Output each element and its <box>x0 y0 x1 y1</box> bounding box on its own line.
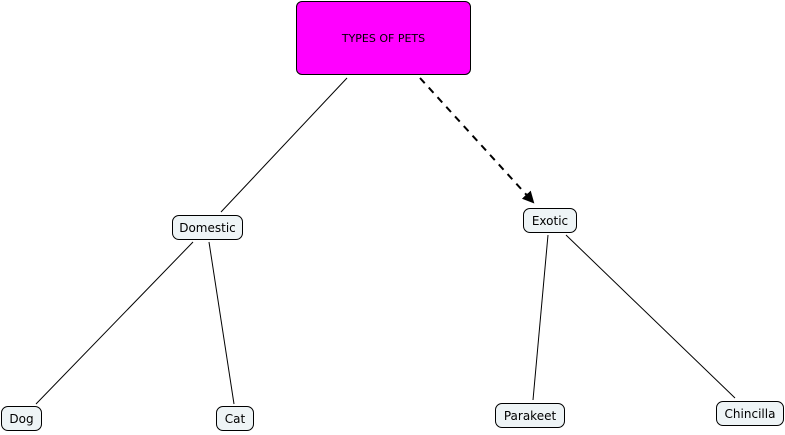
node-parakeet[interactable]: Parakeet <box>495 403 565 428</box>
edge-root-domestic <box>220 77 348 213</box>
edge-exotic-parakeet <box>532 234 549 401</box>
edge-domestic-cat <box>208 241 235 405</box>
node-types-of-pets[interactable]: TYPES OF PETS <box>296 1 471 75</box>
edge-domestic-dog <box>35 241 194 405</box>
node-exotic[interactable]: Exotic <box>523 208 577 233</box>
node-chincilla[interactable]: Chincilla <box>716 401 784 426</box>
edge-exotic-chincilla <box>565 234 736 399</box>
node-dog[interactable]: Dog <box>1 406 42 431</box>
node-cat[interactable]: Cat <box>216 406 254 431</box>
node-domestic[interactable]: Domestic <box>172 215 243 240</box>
edge-root-exotic <box>419 77 535 204</box>
